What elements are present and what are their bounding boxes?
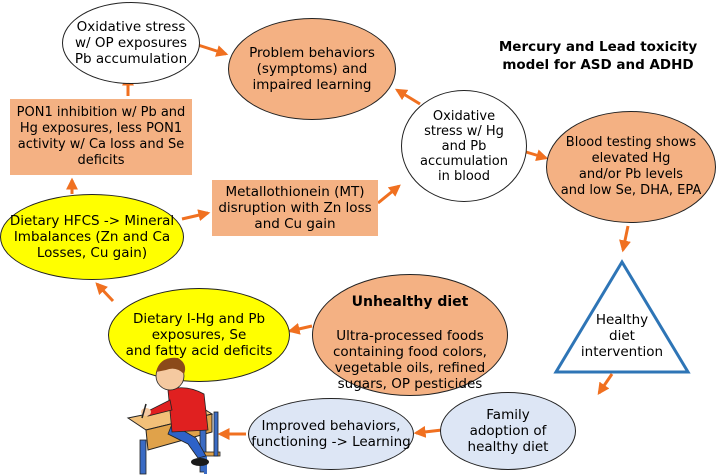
dietary-hfcs-label: Dietary HFCS -> Mineral Imbalances (Zn a… — [9, 213, 175, 261]
oxidative-stress-op-label: Oxidative stress w/ OP exposures Pb accu… — [74, 19, 188, 67]
blood-testing-node: Blood testing shows elevated Hg and/or P… — [546, 111, 716, 223]
pon1-inhibition-box: PON1 inhibition w/ Pb and Hg exposures, … — [10, 99, 192, 175]
healthy-diet-intervention-label: Healthy diet intervention — [580, 312, 664, 360]
arrow-triangle-to-family — [597, 373, 614, 395]
arrow-unhealthy-to-ihg — [287, 323, 313, 335]
unhealthy-diet-title: Unhealthy diet — [351, 294, 469, 310]
arrow-hfcs-to-mt — [181, 209, 211, 222]
arrow-oxhg-to-problem — [394, 88, 421, 106]
oxidative-stress-hg-node: Oxidative stress w/ Hg and Pb accumulati… — [401, 90, 527, 202]
improved-behaviors-node: Improved behaviors, functioning -> Learn… — [248, 398, 414, 470]
family-adoption-label: Family adoption of healthy diet — [467, 407, 549, 455]
arrow-mt-to-oxhg — [377, 184, 401, 205]
improved-behaviors-label: Improved behaviors, functioning -> Learn… — [251, 418, 411, 450]
arrow-family-to-improved — [413, 425, 443, 438]
healthy-diet-intervention-label-wrap: Healthy diet intervention — [562, 306, 682, 366]
dietary-ihg-node: Dietary I-Hg and Pb exposures, Se and fa… — [108, 288, 290, 382]
problem-behaviors-node: Problem behaviors (symptoms) and impaire… — [228, 18, 396, 120]
dietary-ihg-label: Dietary I-Hg and Pb exposures, Se and fa… — [125, 311, 273, 359]
pon1-inhibition-label: PON1 inhibition w/ Pb and Hg exposures, … — [16, 105, 186, 168]
unhealthy-diet-text: Unhealthy diet Ultra-processed foods con… — [333, 278, 487, 392]
arrow-oxop-to-problem — [197, 43, 229, 57]
dietary-hfcs-node: Dietary HFCS -> Mineral Imbalances (Zn a… — [0, 194, 184, 280]
arrow-blood-to-triangle — [619, 225, 631, 253]
problem-behaviors-label: Problem behaviors (symptoms) and impaire… — [249, 45, 375, 93]
metallothionein-box: Metallothionein (MT) disruption with Zn … — [212, 180, 378, 236]
arrow-ihg-to-hfcs — [95, 282, 115, 303]
metallothionein-label: Metallothionein (MT) disruption with Zn … — [218, 184, 372, 232]
diagram-title: Mercury and Lead toxicity model for ASD … — [498, 39, 698, 73]
unhealthy-diet-node: Unhealthy diet Ultra-processed foods con… — [312, 274, 508, 396]
blood-testing-label: Blood testing shows elevated Hg and/or P… — [560, 135, 702, 198]
oxidative-stress-hg-label: Oxidative stress w/ Hg and Pb accumulati… — [420, 108, 508, 184]
arrow-oxhg-to-blood — [525, 149, 549, 161]
oxidative-stress-op-node: Oxidative stress w/ OP exposures Pb accu… — [62, 2, 200, 84]
family-adoption-node: Family adoption of healthy diet — [440, 392, 576, 470]
unhealthy-diet-body: Ultra-processed foods containing food co… — [333, 328, 487, 392]
